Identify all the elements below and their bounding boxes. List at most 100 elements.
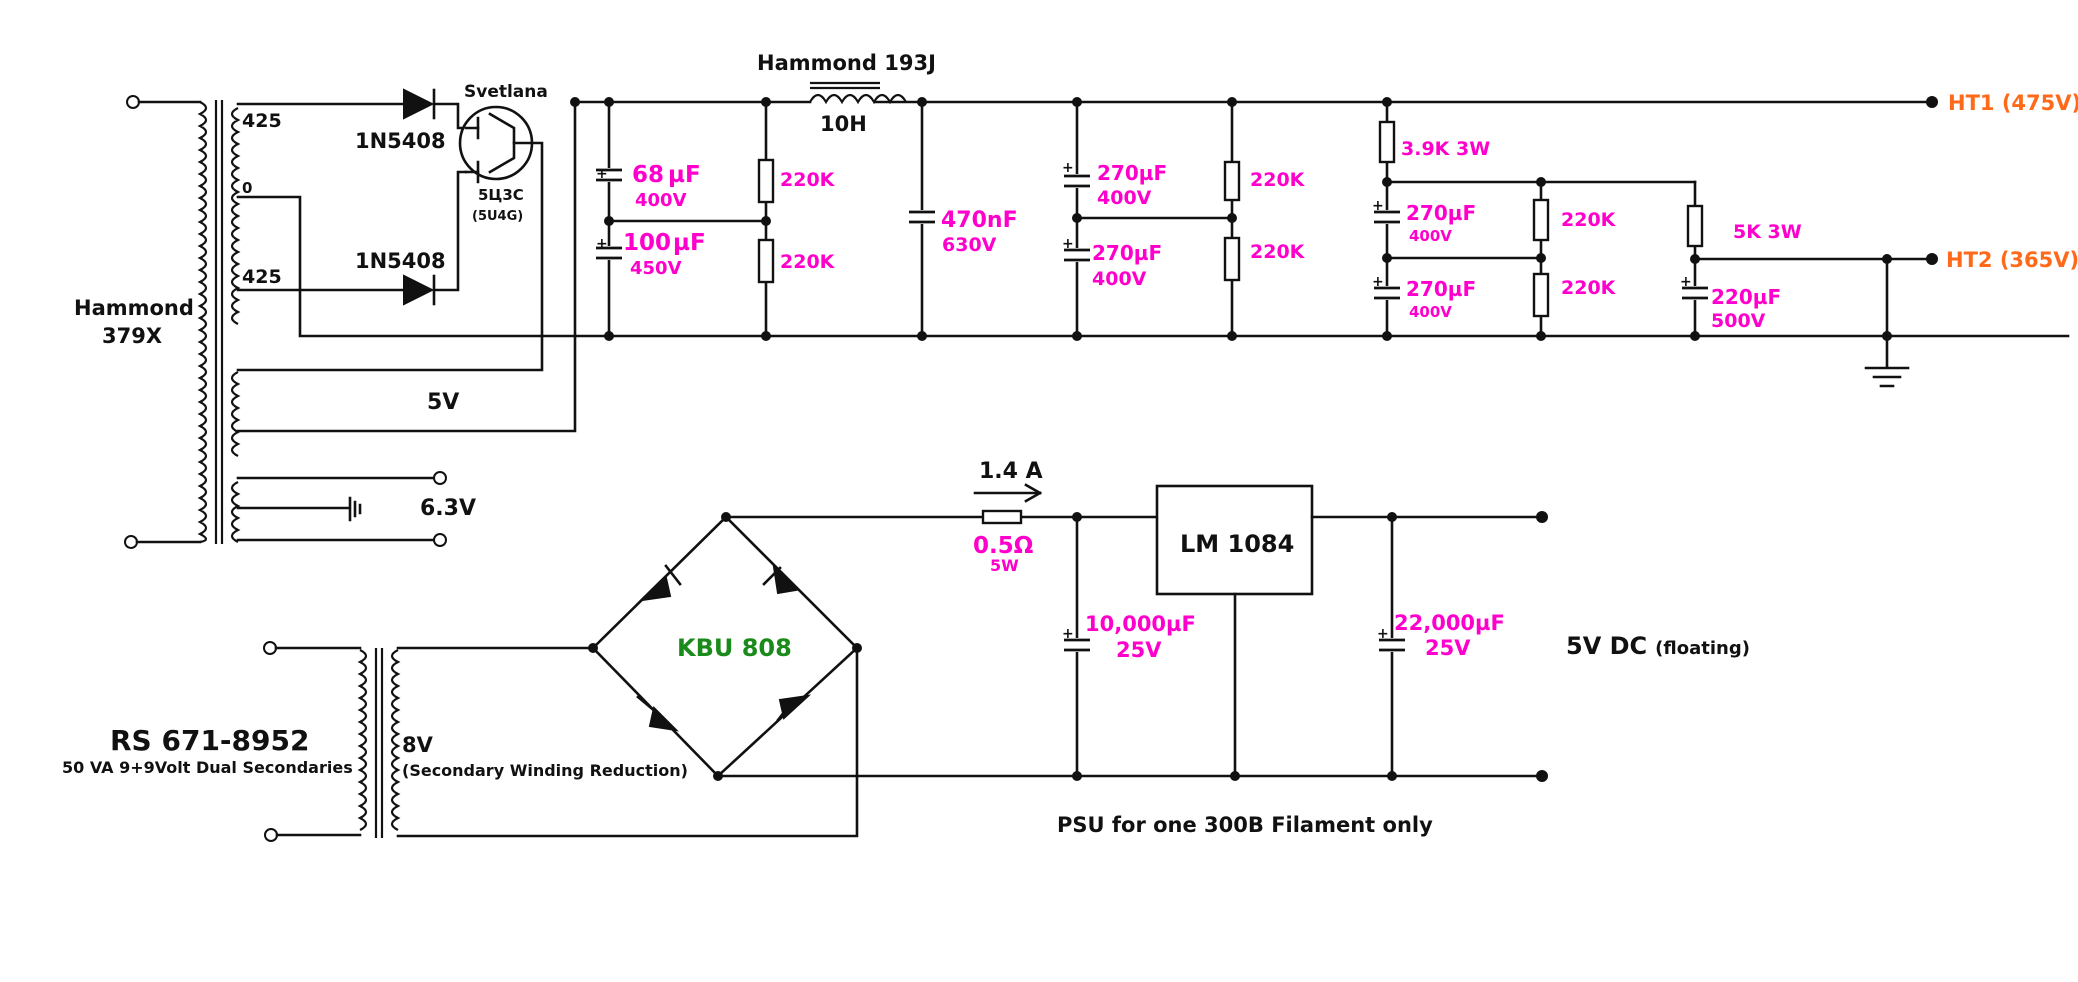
capacitor-270uf-3 [1374, 210, 1400, 224]
cap4-value: 270µF [1097, 161, 1167, 185]
5v-dc-output-positive[interactable] [1536, 511, 1548, 523]
rs-primary-terminal-top [263, 641, 277, 655]
diode-label-top: 1N5408 [355, 129, 446, 153]
cap7-plus: + [1372, 274, 1384, 290]
rs-671-8952-transformer [263, 641, 401, 842]
tap-label-425-top: 425 [242, 110, 282, 132]
cap4-voltage: 400V [1097, 187, 1152, 209]
cap5-plus: + [1062, 236, 1074, 252]
primary-winding [197, 101, 208, 544]
junction-dots-filament [1072, 512, 1397, 781]
primary-terminal-top [126, 95, 140, 109]
res-05-power: 5W [990, 556, 1019, 575]
res-220k-5-label: 220K [1561, 209, 1617, 231]
resistor-220k-3 [1223, 160, 1241, 202]
choke-value: 10H [820, 112, 867, 136]
tap-label-425-bottom: 425 [242, 266, 282, 288]
caption-label: PSU for one 300B Filament only [1057, 813, 1433, 837]
cap7-voltage: 400V [1409, 303, 1452, 321]
cap10-plus: + [1377, 626, 1389, 642]
res-220k-2-label: 220K [780, 251, 836, 273]
res-39k-label: 3.9K 3W [1401, 138, 1490, 160]
sec-8v-label: 8V [402, 733, 434, 757]
cap9-plus: + [1062, 626, 1074, 642]
ht1-output-terminal[interactable] [1926, 96, 1938, 108]
resistor-0-5-ohm [981, 509, 1023, 525]
regulator-lm1084 [1155, 484, 1314, 596]
tube-type-label: 5Ц3С [478, 186, 524, 204]
sec-note-label: (Secondary Winding Reduction) [402, 761, 688, 780]
output-5v-label: 5V DC(floating) [1566, 632, 1750, 660]
cap4-plus: + [1062, 160, 1074, 176]
diode-label-bottom: 1N5408 [355, 249, 446, 273]
rs-primary-terminal-bottom [264, 828, 278, 842]
cap10-voltage: 25V [1425, 636, 1471, 660]
cap6-plus: + [1372, 198, 1384, 214]
cap3-value: 470nF [941, 208, 1018, 233]
rectifier-tube-5u4g [236, 105, 544, 372]
cap2-value: 100µF [623, 230, 706, 256]
ht-secondary-winding [230, 107, 241, 325]
choke-label: Hammond 193J [757, 51, 936, 75]
capacitor-100uf [596, 246, 622, 260]
63v-winding-label: 6.3V [420, 496, 476, 521]
5v-heater-winding [230, 371, 241, 457]
5v-winding-label: 5V [427, 390, 459, 415]
bridge-rectifier-kbu808 [588, 512, 862, 781]
res-5k-label: 5K 3W [1733, 221, 1802, 243]
diode-1n5408-bottom [403, 170, 468, 306]
capacitor-220uf [1682, 286, 1708, 300]
resistor-220k-2 [757, 238, 775, 284]
ht1-label: HT1 (475V) [1948, 91, 2078, 115]
cap7-value: 270µF [1406, 277, 1476, 301]
primary-terminal-bottom [124, 535, 138, 549]
cap2-plus: + [596, 236, 608, 252]
cap8-plus: + [1680, 274, 1692, 290]
resistor-5k-3w [1686, 204, 1704, 248]
resistor-220k-1 [757, 158, 775, 204]
capacitor-10000uf [1064, 638, 1090, 652]
res-220k-1-label: 220K [780, 169, 836, 191]
resistor-220k-4 [1223, 236, 1241, 282]
cap6-value: 270µF [1406, 201, 1476, 225]
63v-heater-winding [230, 481, 241, 543]
res-220k-6-label: 220K [1561, 277, 1617, 299]
transformer-label-line2: 379X [102, 324, 162, 348]
capacitor-270uf-2 [1064, 248, 1090, 262]
ht2-output-terminal[interactable] [1926, 253, 1938, 265]
resistor-220k-6 [1532, 272, 1550, 318]
cap8-voltage: 500V [1711, 310, 1766, 332]
hammond-379x-transformer: Hammond 379X 425 0 425 [74, 95, 282, 549]
res-05-value: 0.5Ω [973, 533, 1033, 559]
63v-terminal-top [433, 471, 447, 485]
current-label: 1.4 A [979, 459, 1043, 484]
choke-hammond-193j [809, 81, 907, 105]
tube-brand-label: Svetlana [464, 82, 548, 102]
cap10-value: 22,000µF [1394, 611, 1505, 635]
5v-dc-output-negative[interactable] [1536, 770, 1548, 782]
bridge-label: KBU 808 [677, 634, 792, 662]
cap1-plus: + [596, 166, 608, 182]
cap5-voltage: 400V [1092, 268, 1147, 290]
cap6-voltage: 400V [1409, 227, 1452, 245]
resistor-220k-5 [1532, 198, 1550, 242]
tap-label-0: 0 [242, 179, 252, 197]
capacitor-470nf [909, 210, 935, 224]
diode-1n5408-top [403, 88, 468, 130]
capacitor-270uf-4 [1374, 286, 1400, 300]
cap8-value: 220µF [1711, 285, 1781, 309]
ht2-label: HT2 (365V) [1946, 248, 2078, 272]
resistor-39k-3w [1378, 120, 1396, 164]
63v-terminal-bottom [433, 533, 447, 547]
cap1-voltage: 400V [635, 190, 687, 211]
regulator-label: LM 1084 [1180, 530, 1294, 558]
rs-part-label: RS 671-8952 [110, 724, 309, 757]
res-220k-3-label: 220K [1250, 169, 1306, 191]
cap9-value: 10,000µF [1085, 612, 1196, 636]
capacitor-68uf [596, 168, 622, 182]
transformer-label-line1: Hammond [74, 296, 194, 320]
res-220k-4-label: 220K [1250, 241, 1306, 263]
cap2-voltage: 450V [630, 258, 682, 279]
